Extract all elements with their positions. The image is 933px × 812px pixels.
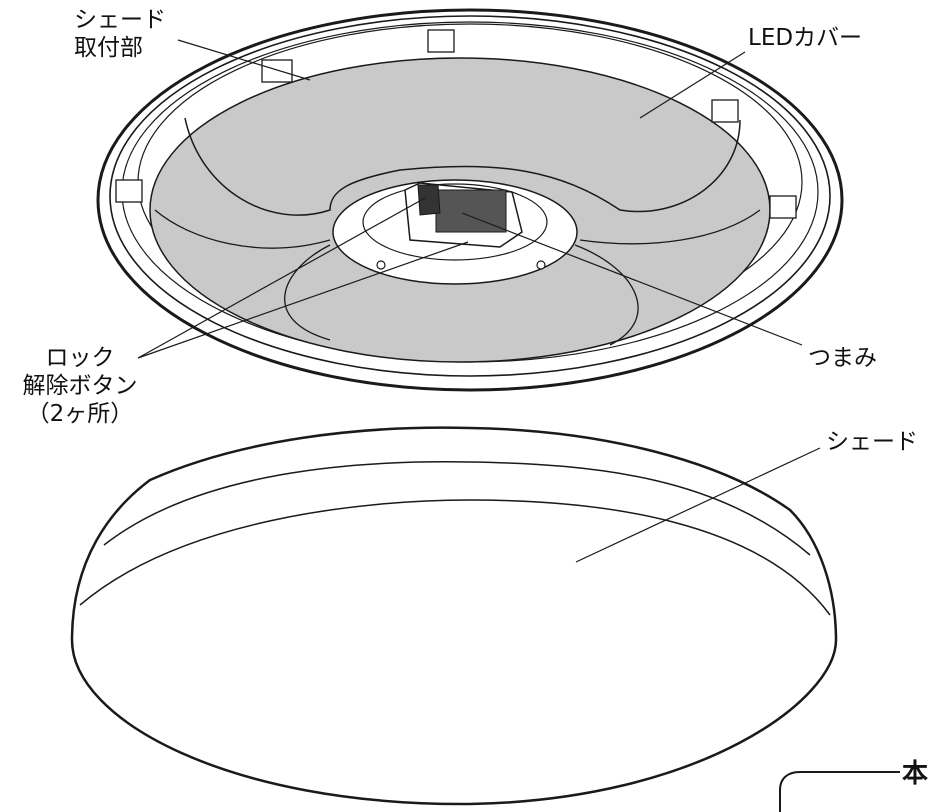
lock-button [417, 184, 441, 216]
corner-frame-line [779, 771, 900, 812]
label-led-cover: LEDカバー [748, 25, 863, 51]
led-cover-petal-left [154, 209, 331, 249]
led-cover-petal-bottom-left [284, 244, 331, 341]
mount-tab-far-right [769, 195, 797, 219]
hub-screw-left [376, 260, 386, 270]
leader-led-cover [639, 51, 746, 119]
led-cover-petal-bottom-right [574, 244, 639, 346]
label-knob: つまみ [808, 345, 877, 371]
label-shade-mount-line1: シェード [74, 7, 166, 33]
fixture-rim-inner-1 [109, 15, 831, 377]
leader-lock-1 [137, 197, 426, 359]
label-shade-mount: シェード 取付部 [74, 6, 166, 62]
leader-knob [461, 212, 803, 346]
label-shade: シェード [826, 429, 918, 455]
leader-shade [575, 447, 821, 563]
label-lock-release-line2: 解除ボタン [22, 373, 138, 399]
shade-mount-tabs [115, 29, 797, 219]
mount-tab-top [427, 29, 455, 53]
hub-screw-right [536, 260, 546, 270]
shade-lower-ridge [79, 499, 831, 616]
leader-lock-2 [137, 241, 469, 359]
label-lock-release: ロック 解除ボタン （2ヶ所） [10, 344, 150, 428]
led-cover-petal-right [579, 209, 761, 245]
label-lock-release-line1: ロック [45, 345, 115, 371]
corner-frame [779, 771, 900, 812]
center-hub [332, 179, 578, 285]
mount-tab-left [115, 179, 143, 203]
mount-tab-right [711, 99, 739, 123]
shade-upper-ridge [103, 461, 811, 556]
shade-outline [70, 426, 838, 806]
led-cover-petal-top [184, 117, 741, 216]
mount-tab-top-left [261, 59, 293, 83]
leader-shade-mount [177, 39, 311, 81]
shade [70, 426, 838, 806]
label-shade-mount-line2: 取付部 [74, 35, 143, 61]
label-corner-partial: 本 [902, 759, 929, 789]
leader-lines [137, 39, 821, 563]
label-lock-release-line3: （2ヶ所） [26, 401, 134, 427]
